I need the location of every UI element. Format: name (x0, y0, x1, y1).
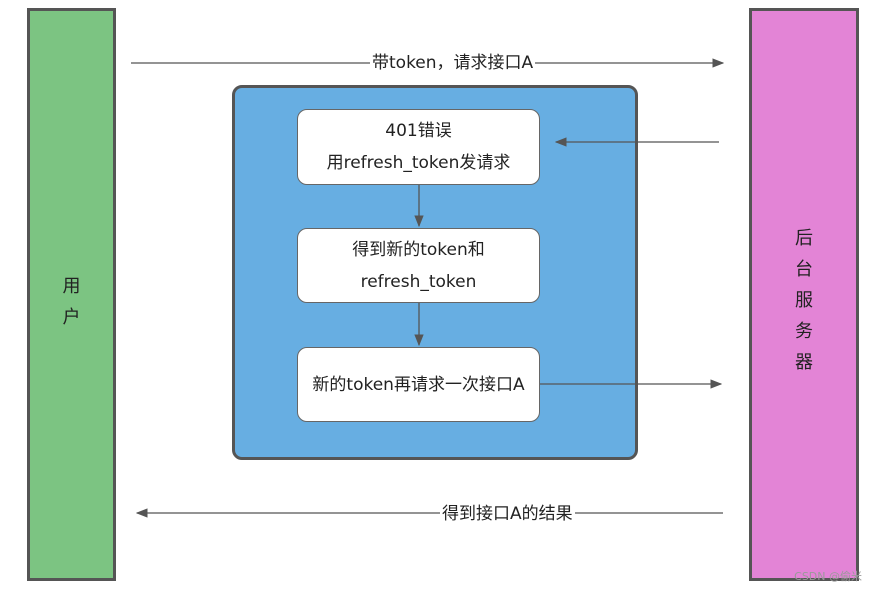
user-lane: 用 户 (27, 8, 116, 581)
server-lane-label: 后 台 服 务 器 (795, 228, 813, 373)
result-message-label: 得到接口A的结果 (440, 503, 575, 525)
step-retry-request: 新的token再请求一次接口A (297, 347, 540, 422)
watermark: CSDN @偷米 (794, 570, 862, 583)
step-401-error: 401错误 用refresh_token发请求 (297, 109, 540, 185)
request-message-label: 带token，请求接口A (370, 52, 536, 74)
step-get-new-token: 得到新的token和 refresh_token (297, 228, 540, 303)
server-lane: 后 台 服 务 器 (749, 8, 859, 581)
user-lane-label: 用 户 (62, 276, 81, 328)
